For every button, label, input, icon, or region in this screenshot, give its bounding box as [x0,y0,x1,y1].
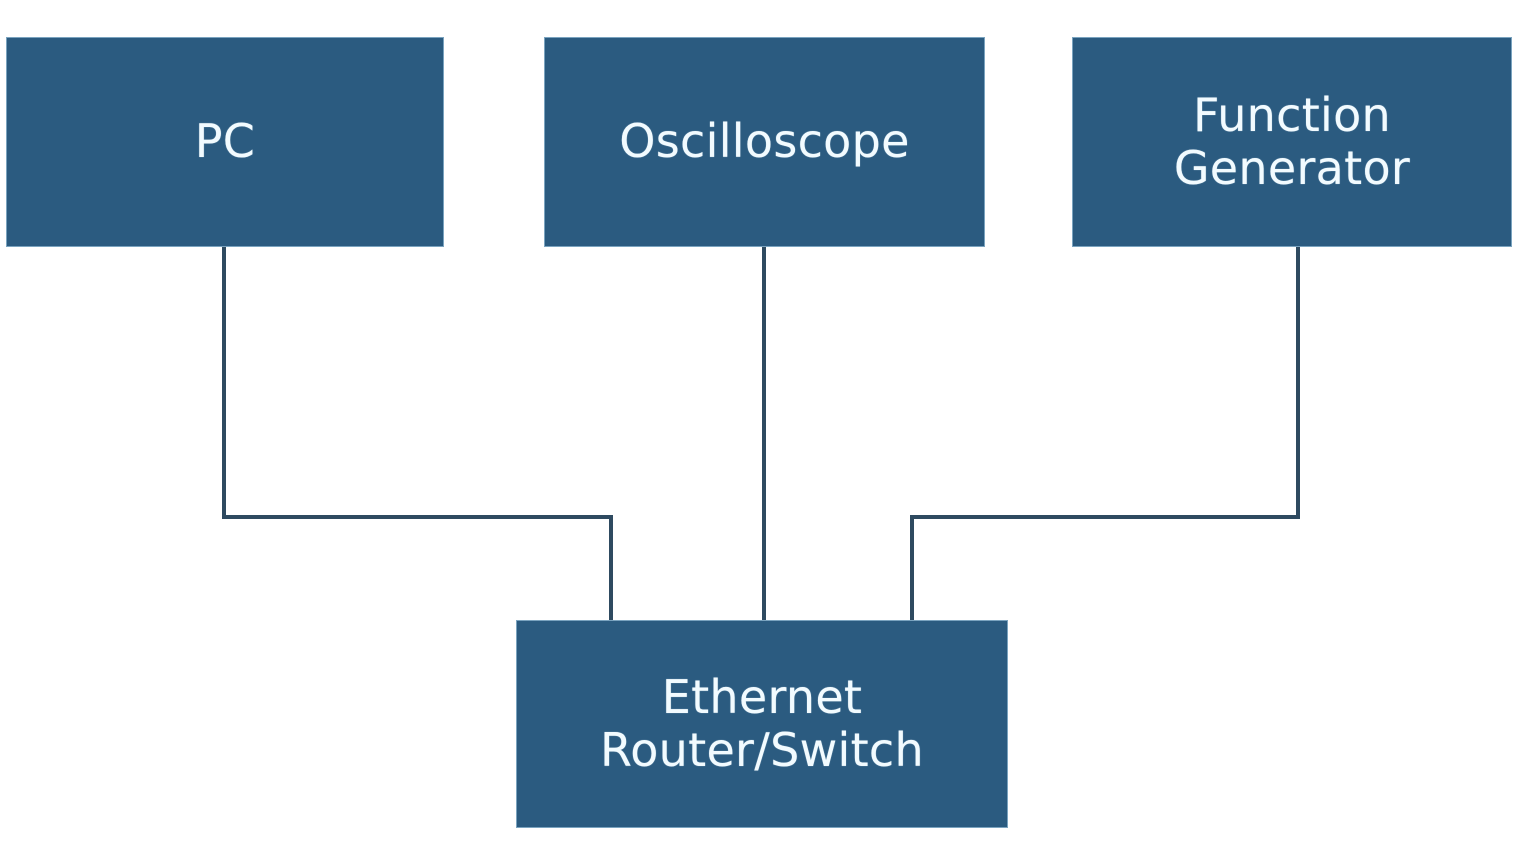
connector-function-generator-to-ethernet [910,247,1300,622]
node-oscilloscope-label: Oscilloscope [619,114,910,169]
node-ethernet-router-switch-label: Ethernet Router/Switch [600,669,924,777]
node-function-generator-label: Function Generator [1173,87,1411,195]
node-oscilloscope[interactable]: Oscilloscope [544,37,985,247]
node-pc[interactable]: PC [6,37,444,247]
node-function-generator[interactable]: Function Generator [1072,37,1512,247]
node-ethernet-router-switch[interactable]: Ethernet Router/Switch [516,620,1008,828]
node-pc-label: PC [194,114,256,169]
connector-pc-to-ethernet [222,247,613,622]
